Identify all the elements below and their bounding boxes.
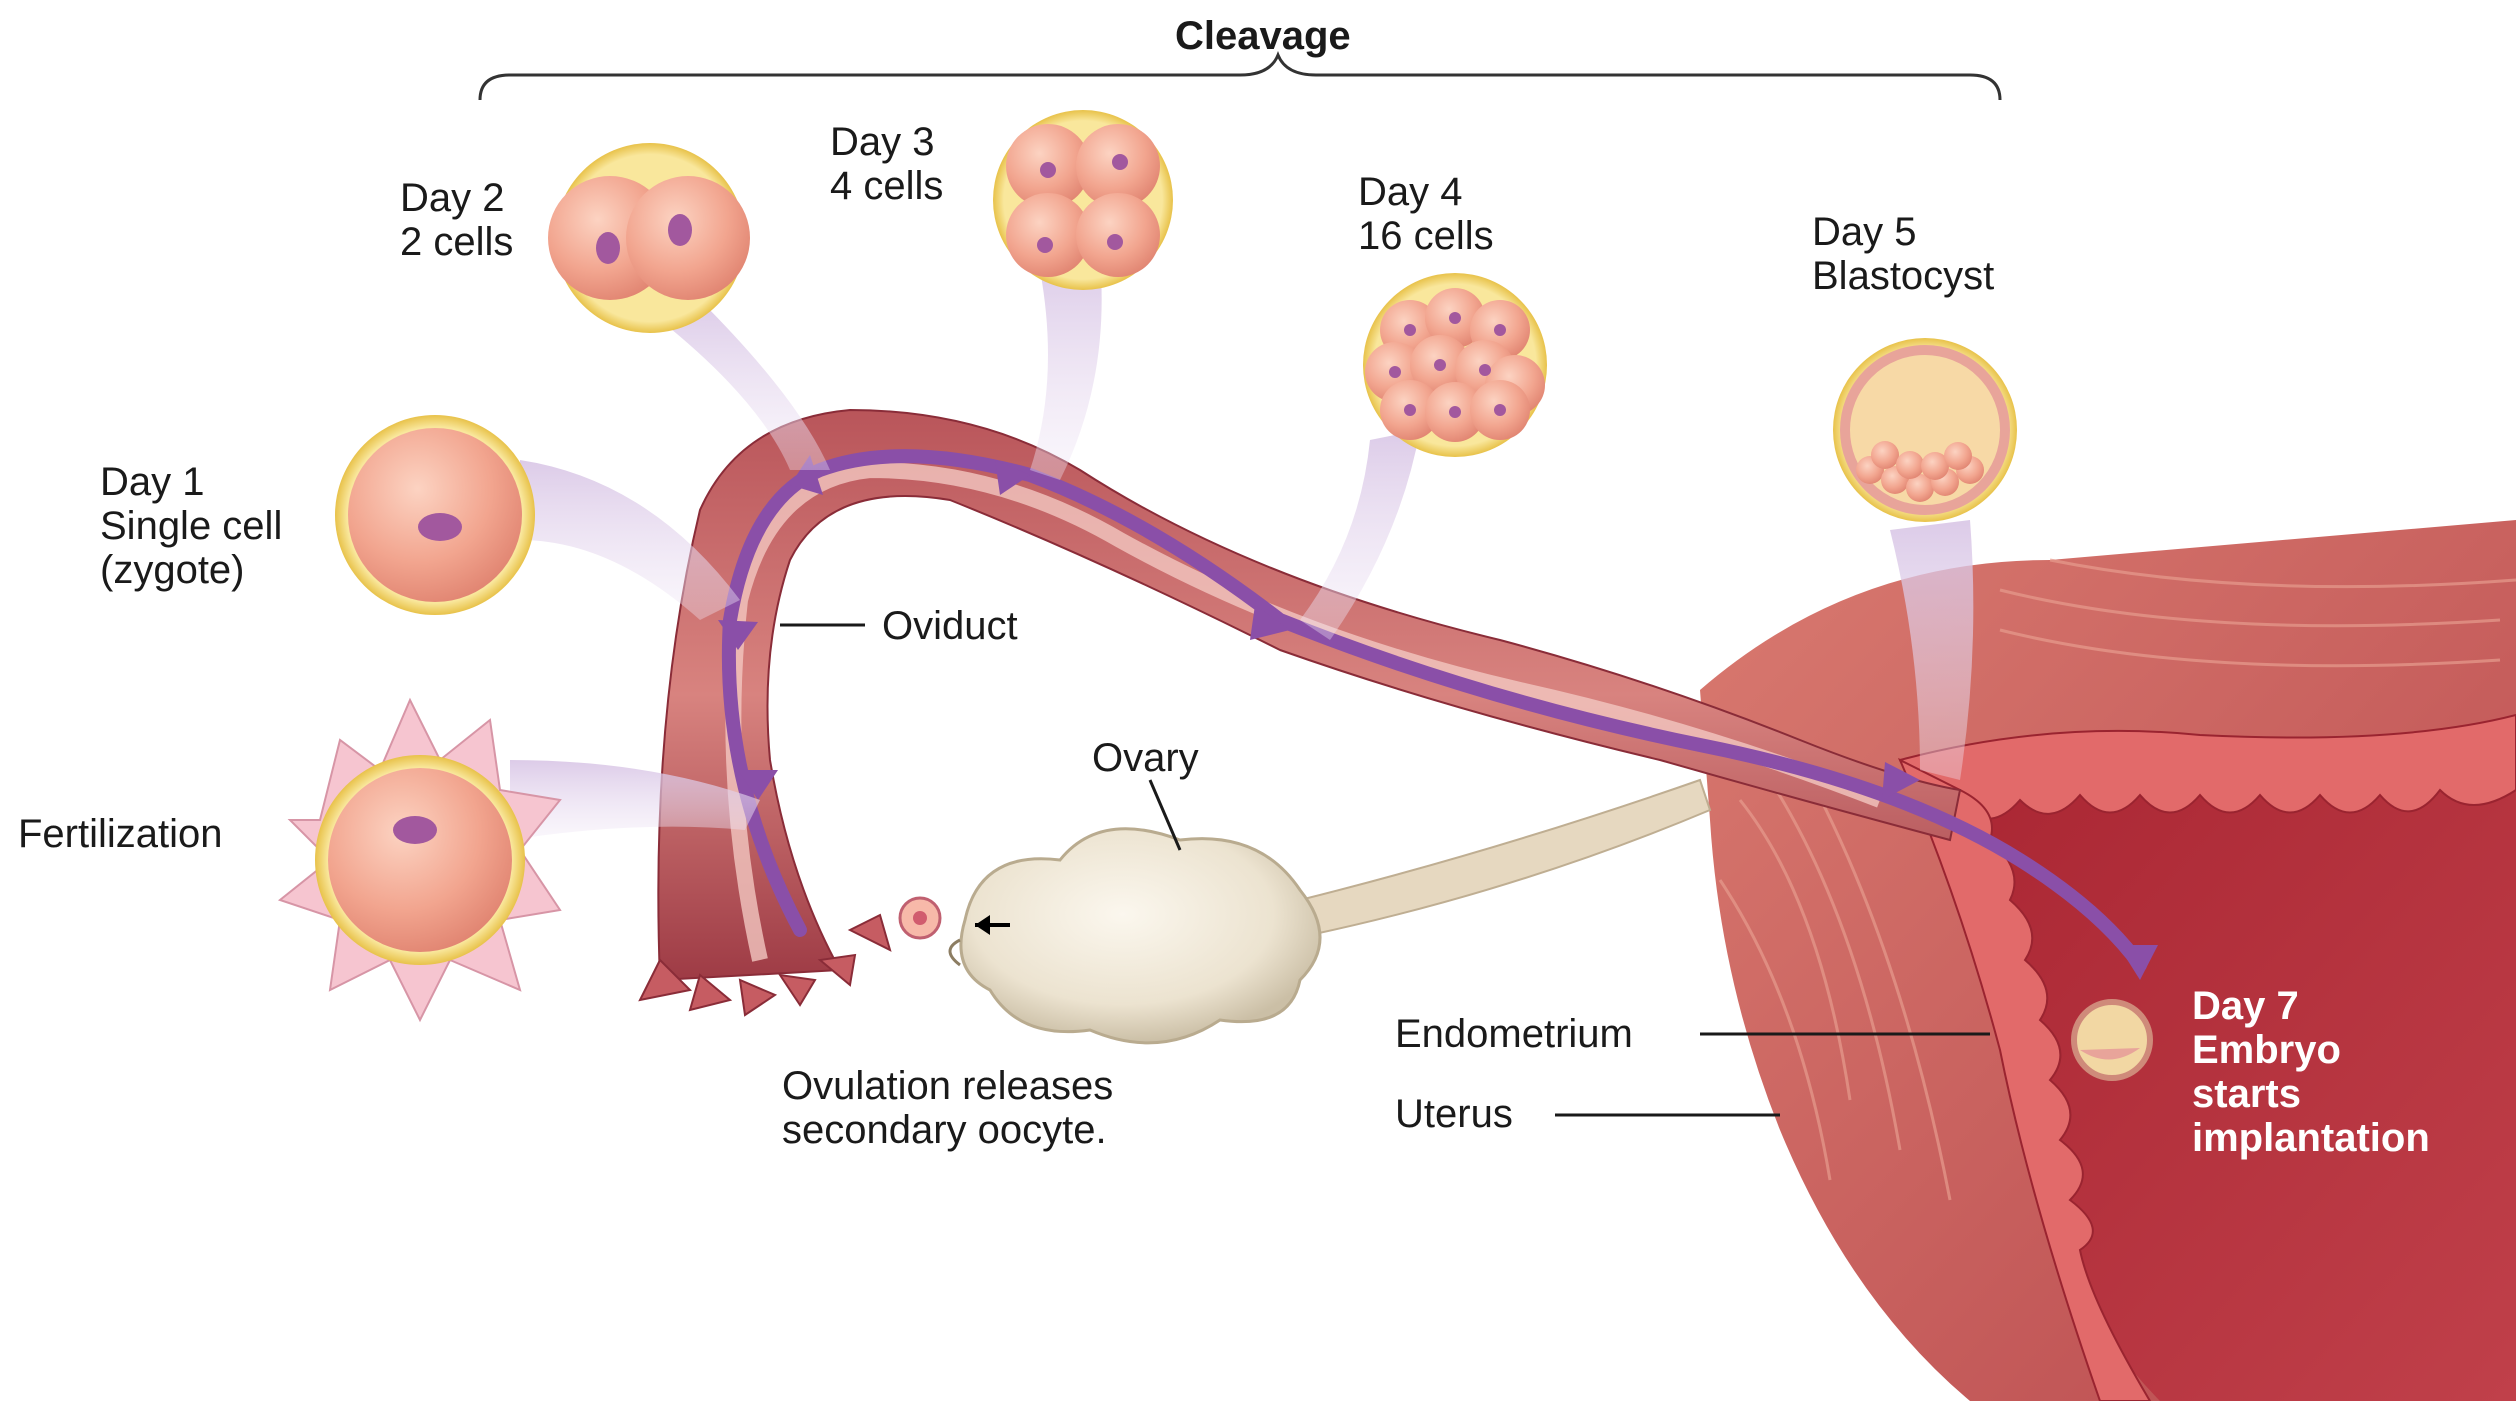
- day1-line1: Single cell: [100, 504, 282, 548]
- day4-label: Day 4 16 cells: [1358, 170, 1494, 258]
- day3-label: Day 3 4 cells: [830, 120, 943, 208]
- day5-day: Day 5: [1812, 210, 1994, 254]
- day7-embryo: [2074, 1002, 2150, 1078]
- day2-line1: 2 cells: [400, 220, 513, 264]
- day5-label: Day 5 Blastocyst: [1812, 210, 1994, 298]
- day4-day: Day 4: [1358, 170, 1494, 214]
- ovarian-ligament: [1300, 780, 1710, 935]
- day7-day: Day 7: [2192, 984, 2430, 1028]
- day1-day: Day 1: [100, 460, 282, 504]
- day1-label: Day 1 Single cell (zygote): [100, 460, 282, 592]
- fertilization-cell: [280, 700, 560, 1020]
- day3-four-cells: [993, 110, 1173, 290]
- day3-line1: 4 cells: [830, 164, 943, 208]
- endometrium-label: Endometrium: [1395, 1012, 1633, 1056]
- day4-line1: 16 cells: [1358, 214, 1494, 258]
- day1-zygote: [335, 415, 535, 615]
- ovary: [950, 829, 1320, 1043]
- day7-label: Day 7 Embryo starts implantation: [2192, 984, 2430, 1160]
- day5-blastocyst: [1833, 338, 2017, 522]
- ovulation-line2: secondary oocyte.: [782, 1108, 1113, 1152]
- day7-line3: implantation: [2192, 1116, 2430, 1160]
- day4-sixteen-cells: [1363, 273, 1547, 457]
- uterus: [1700, 520, 2516, 1401]
- day2-two-cells: [548, 143, 750, 333]
- ovulation-label: Ovulation releases secondary oocyte.: [782, 1064, 1113, 1152]
- day3-day: Day 3: [830, 120, 943, 164]
- ovary-label: Ovary: [1092, 736, 1199, 780]
- day7-line2: starts: [2192, 1072, 2430, 1116]
- day7-line1: Embryo: [2192, 1028, 2430, 1072]
- day1-line2: (zygote): [100, 548, 282, 592]
- cleavage-title: Cleavage: [1175, 14, 1351, 58]
- ovulation-line1: Ovulation releases: [782, 1064, 1113, 1108]
- fertilization-label: Fertilization: [18, 812, 223, 856]
- day2-label: Day 2 2 cells: [400, 176, 513, 264]
- day2-day: Day 2: [400, 176, 513, 220]
- oviduct-label: Oviduct: [882, 604, 1018, 648]
- cleavage-bracket: [480, 55, 2000, 100]
- day5-line1: Blastocyst: [1812, 254, 1994, 298]
- uterus-label: Uterus: [1395, 1092, 1513, 1136]
- released-oocyte: [900, 898, 940, 938]
